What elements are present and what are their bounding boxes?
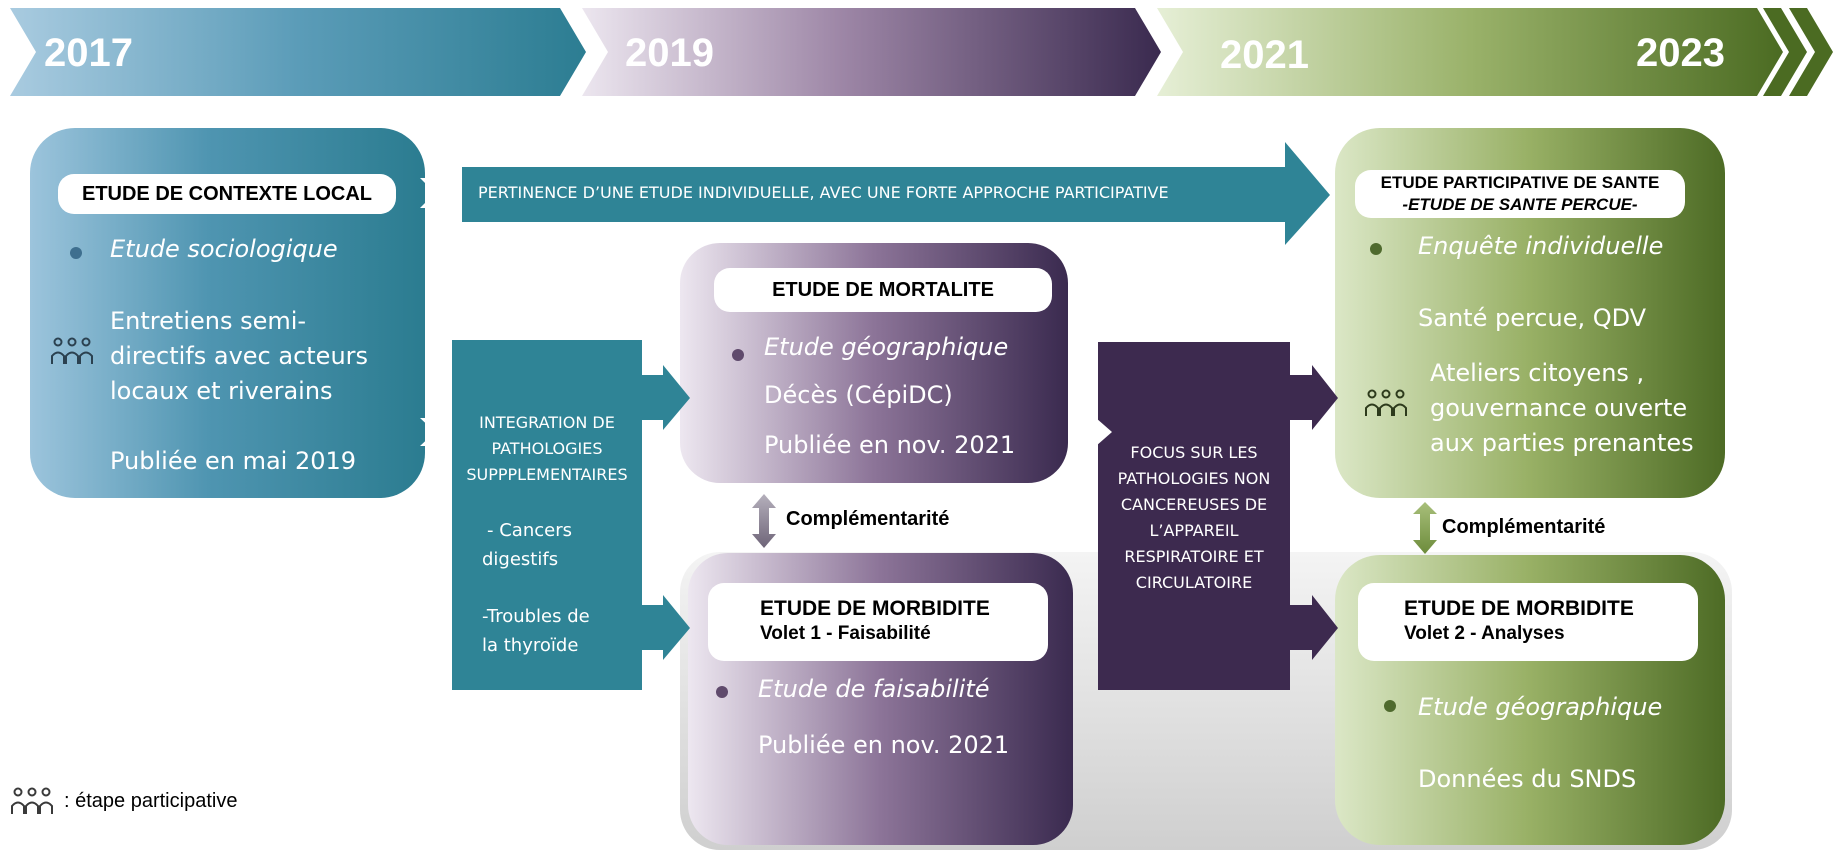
timeline-end-chevron-2 <box>1789 8 1833 96</box>
mortalite-item-geographique: Etude géographique <box>764 333 1009 361</box>
chevron-focus <box>1072 418 1112 446</box>
integration-box-bg <box>452 340 642 690</box>
complementarity-arrow-right <box>1413 502 1437 554</box>
complementarite-label-left: Complémentarité <box>786 508 950 530</box>
bullet-icon <box>716 686 728 698</box>
focus-line-1: FOCUS SUR LES <box>1130 443 1258 462</box>
timeline-band-2019 <box>582 8 1161 96</box>
focus-line-6: CIRCULATOIRE <box>1135 573 1253 592</box>
integration-item-thyroide-1: -Troubles de <box>482 606 590 627</box>
participative-item-ateliers-1: Ateliers citoyens , <box>1430 359 1645 387</box>
complementarite-label-right: Complémentarité <box>1442 516 1606 538</box>
timeline-end-chevron-1 <box>1763 8 1807 96</box>
bullet-icon <box>1370 243 1382 255</box>
arrow-focus-to-morbidite2 <box>1290 595 1338 660</box>
integration-line-1: INTEGRATION DE <box>479 413 615 432</box>
focus-text: FOCUS SUR LES PATHOLOGIES NON CANCEREUSE… <box>1098 440 1290 596</box>
participative-box-bg <box>1335 128 1725 498</box>
people-icon <box>51 337 93 364</box>
legend-text: : étape participative <box>64 790 238 812</box>
morbidite1-item-faisabilite: Etude de faisabilité <box>758 675 990 703</box>
year-2021: 2021 <box>1220 33 1309 77</box>
focus-line-2: PATHOLOGIES NON <box>1117 469 1271 488</box>
morbidite1-item-publiee: Publiée en nov. 2021 <box>758 731 1010 759</box>
focus-line-3: CANCEREUSES DE <box>1120 495 1268 514</box>
chevron-contexte-mid <box>420 418 460 446</box>
bullet-icon <box>732 349 744 361</box>
integration-item-thyroide-2: la thyroïde <box>482 635 579 656</box>
contexte-item-entretiens-1: Entretiens semi- <box>110 307 307 335</box>
morbidite2-title-line2: Volet 2 - Analyses <box>1404 623 1565 644</box>
contexte-item-entretiens-2: directifs avec acteurs <box>110 342 369 370</box>
top-arrow-label: PERTINENCE D’UNE ETUDE INDIVIDUELLE, AVE… <box>478 183 1169 202</box>
arrow-integration-to-mortalite <box>642 365 690 430</box>
morbidite1-title-line2: Volet 1 - Faisabilité <box>760 623 931 644</box>
morbidite1-title-line1: ETUDE DE MORBIDITE <box>760 597 990 620</box>
year-2017: 2017 <box>44 31 133 75</box>
arrow-focus-to-participative <box>1290 365 1338 430</box>
contexte-item-publiee: Publiée en mai 2019 <box>110 447 357 475</box>
timeline-band-2017 <box>10 8 586 96</box>
participative-item-enquete: Enquête individuelle <box>1418 232 1664 260</box>
contexte-item-entretiens-3: locaux et riverains <box>110 377 333 405</box>
participative-title-line2: -ETUDE DE SANTE PERCUE- <box>1402 195 1638 214</box>
mortalite-title: ETUDE DE MORTALITE <box>714 268 1052 312</box>
timeline-band-2021-2023 <box>1157 8 1783 96</box>
morbidite1-title: ETUDE DE MORBIDITE Volet 1 - Faisabilité <box>708 583 1048 661</box>
participative-item-ateliers-2: gouvernance ouverte <box>1430 394 1688 422</box>
participative-item-ateliers-3: aux parties prenantes <box>1430 429 1694 457</box>
participative-title-line1: ETUDE PARTICIPATIVE DE SANTE <box>1380 173 1660 192</box>
complementarity-arrow-left <box>752 494 776 548</box>
mortalite-title-text: ETUDE DE MORTALITE <box>772 279 994 301</box>
chevron-contexte-top <box>420 178 460 208</box>
morbidite2-title-line1: ETUDE DE MORBIDITE <box>1404 597 1634 620</box>
participative-title: ETUDE PARTICIPATIVE DE SANTE -ETUDE DE S… <box>1355 170 1685 218</box>
top-arrow <box>462 142 1330 245</box>
integration-line-3: SUPPPLEMENTAIRES <box>466 465 628 484</box>
integration-item-cancers-2: digestifs <box>482 549 559 570</box>
bullet-icon <box>70 247 82 259</box>
focus-line-5: RESPIRATOIRE ET <box>1124 547 1264 566</box>
people-icon <box>1365 389 1407 416</box>
bullet-icon <box>1384 700 1396 712</box>
people-icon <box>11 787 53 814</box>
morbidite2-item-geographique: Etude géographique <box>1418 693 1663 721</box>
year-2019: 2019 <box>625 31 714 75</box>
contexte-title-text: ETUDE DE CONTEXTE LOCAL <box>81 183 372 205</box>
contexte-box-bg <box>30 128 425 498</box>
morbidite2-item-snds: Données du SNDS <box>1418 765 1637 793</box>
integration-title: INTEGRATION DE PATHOLOGIES SUPPPLEMENTAI… <box>452 410 642 488</box>
mortalite-item-publiee: Publiée en nov. 2021 <box>764 431 1016 459</box>
integration-item-cancers-1: - Cancers <box>487 520 572 541</box>
contexte-item-sociologique: Etude sociologique <box>110 235 338 263</box>
mortalite-item-deces: Décès (CépiDC) <box>764 381 953 409</box>
focus-box-bg <box>1098 342 1290 690</box>
focus-line-4: L’APPAREIL <box>1149 521 1239 540</box>
participative-item-sante: Santé percue, QDV <box>1418 304 1647 332</box>
contexte-title: ETUDE DE CONTEXTE LOCAL <box>58 174 396 214</box>
arrow-integration-to-morbidite <box>642 595 690 660</box>
year-2023: 2023 <box>1636 31 1725 75</box>
integration-line-2: PATHOLOGIES <box>491 439 603 458</box>
morbidite2-title: ETUDE DE MORBIDITE Volet 2 - Analyses <box>1358 583 1698 661</box>
